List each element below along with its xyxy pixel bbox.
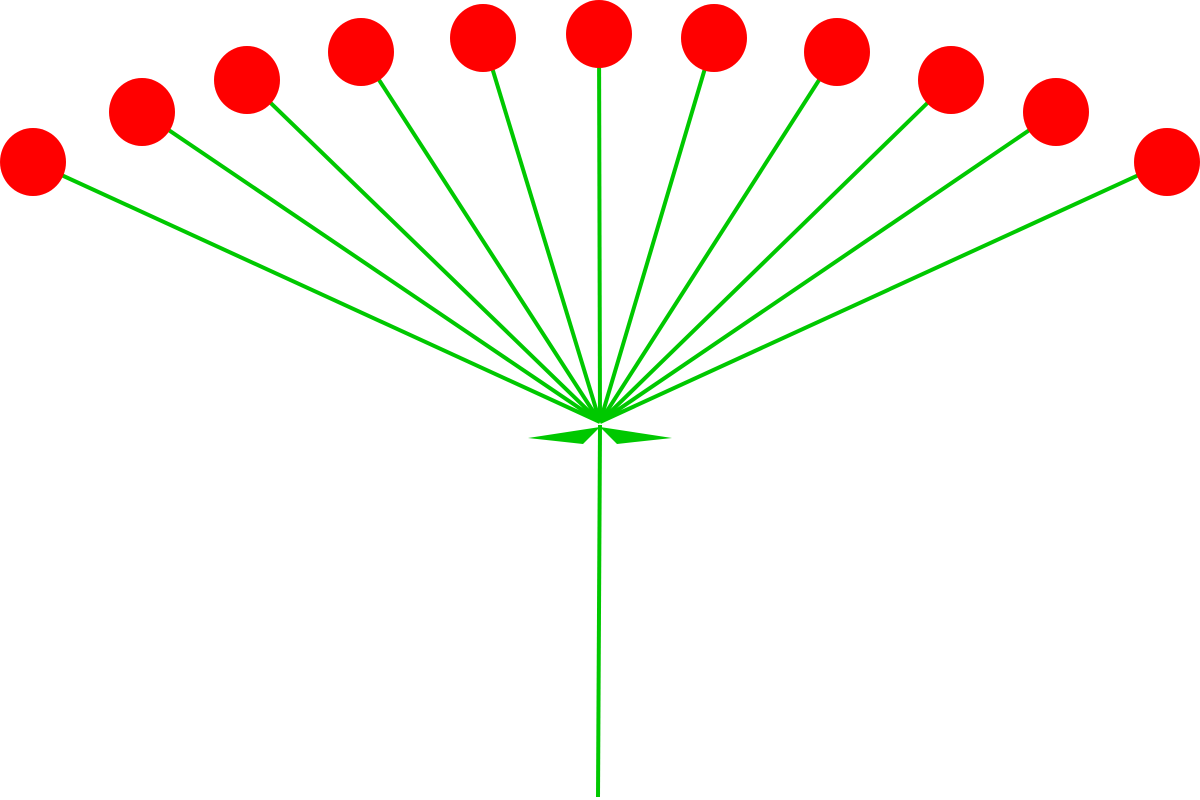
bract-right bbox=[600, 427, 672, 444]
bract-left bbox=[528, 427, 600, 444]
stem bbox=[596, 424, 602, 798]
flower-3 bbox=[214, 46, 280, 114]
rays bbox=[32, 33, 1168, 424]
ray-5 bbox=[481, 37, 602, 423]
ray-3 bbox=[245, 78, 602, 424]
ray-1 bbox=[32, 160, 601, 424]
ray-4 bbox=[359, 50, 602, 424]
flower-8 bbox=[804, 18, 870, 86]
flower-9 bbox=[918, 46, 984, 114]
ray-8 bbox=[598, 50, 839, 424]
flower-10 bbox=[1023, 78, 1089, 146]
flower-1 bbox=[0, 128, 66, 196]
ray-11 bbox=[599, 160, 1168, 424]
flower-2 bbox=[109, 78, 175, 146]
flower-6 bbox=[566, 0, 632, 68]
flower-4 bbox=[328, 18, 394, 86]
ray-9 bbox=[598, 78, 953, 424]
ray-10 bbox=[598, 110, 1058, 424]
flowers bbox=[0, 0, 1200, 196]
flower-11 bbox=[1134, 128, 1200, 196]
ray-6 bbox=[597, 33, 602, 423]
flower-5 bbox=[450, 4, 516, 72]
ray-2 bbox=[140, 110, 602, 424]
ray-7 bbox=[598, 37, 716, 423]
flower-7 bbox=[681, 4, 747, 72]
